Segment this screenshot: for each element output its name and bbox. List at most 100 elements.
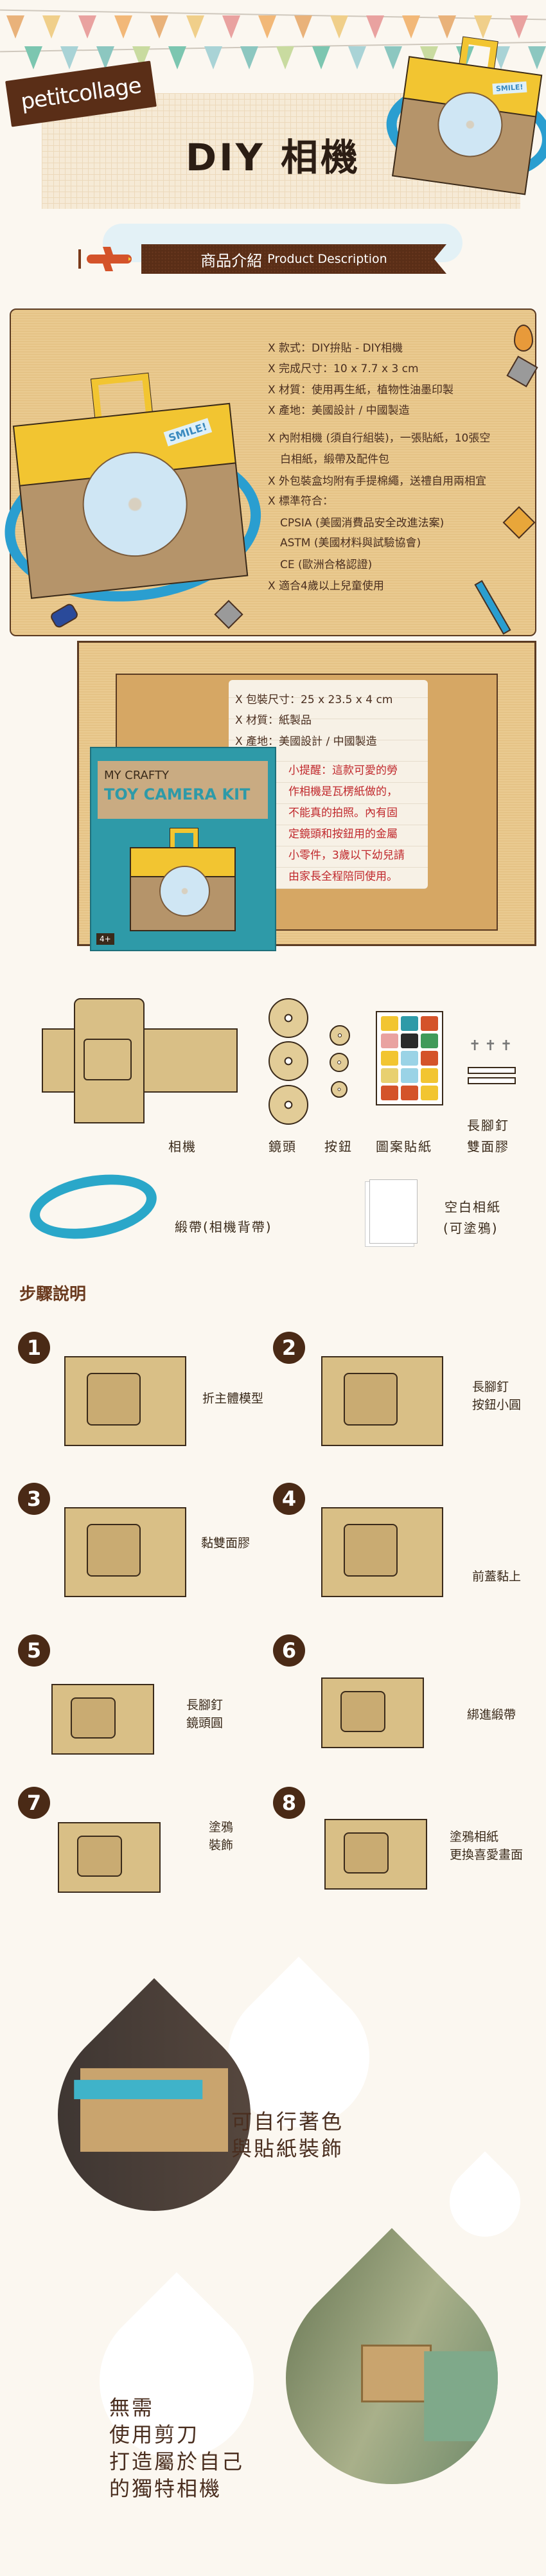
steps-title: 步驟說明	[19, 1285, 87, 1304]
bunting-flag	[114, 15, 132, 39]
step-number: 4	[273, 1483, 305, 1515]
bunting-flag	[528, 46, 546, 69]
box-window	[71, 1697, 116, 1739]
sticker	[381, 1033, 398, 1048]
feature-decorate-line: 與貼紙裝飾	[231, 2136, 344, 2161]
bunting-flag	[438, 15, 456, 39]
feature-no-scissors-line: 使用剪刀	[109, 2422, 200, 2447]
box-window	[344, 1832, 389, 1874]
step-number: 8	[273, 1787, 305, 1819]
button-disc	[331, 1081, 348, 1098]
lens-disc	[269, 1041, 308, 1081]
step-label: 塗鴉	[209, 1820, 234, 1834]
step-illustration	[51, 1684, 154, 1755]
reminder-line: 小提醒：這款可愛的勞	[288, 764, 398, 777]
bunting-flag	[384, 46, 402, 69]
spec-line: X 款式：DIY拚貼 - DIY相機	[268, 342, 403, 355]
feature-decorate-line: 可自行著色	[231, 2109, 344, 2134]
box-title-line2: TOY CAMERA KIT	[104, 785, 251, 803]
blank-photo-paper	[369, 1179, 418, 1244]
lens-disc	[269, 998, 308, 1038]
bunting-flag	[186, 15, 204, 39]
bunting-flag	[348, 46, 366, 69]
sticker	[381, 1068, 398, 1083]
page-title: DIY 相機	[186, 136, 360, 179]
banner-title-en: Product Description	[267, 252, 387, 266]
bunting-flag	[258, 15, 276, 39]
age-badge: 4+	[96, 933, 114, 945]
reminder-line: 小零件，3歲以下幼兒請	[288, 849, 405, 862]
step-illustration	[324, 1819, 427, 1890]
header: petitcollage DIY 相機 SMILE!	[0, 0, 546, 219]
step-illustration	[321, 1507, 443, 1597]
box-window	[77, 1836, 123, 1877]
step-label: 前蓋黏上	[472, 1570, 522, 1584]
step-label: 更換喜愛畫面	[450, 1848, 524, 1862]
step-number: 6	[273, 1634, 305, 1667]
kit-box-image: MY CRAFTY TOY CAMERA KIT 4+	[90, 747, 276, 951]
box-window	[87, 1373, 141, 1426]
spec-line: ASTM (美國材料與試驗協會)	[280, 537, 421, 550]
package-line: X 包裝尺寸：25 x 23.5 x 4 cm	[235, 693, 393, 706]
reminder-line: 定鏡頭和按鈕用的金屬	[288, 828, 398, 841]
feature-no-scissors-line: 打造屬於自己	[109, 2449, 245, 2474]
reminder-line: 不能真的拍照。內有固	[288, 807, 398, 819]
camera-net-center	[74, 998, 145, 1123]
label-lens: 鏡頭	[269, 1139, 297, 1154]
step-label: 鏡頭圓	[186, 1716, 224, 1730]
spec-line: X 完成尺寸：10 x 7.7 x 3 cm	[268, 362, 419, 375]
bunting-flag	[42, 15, 60, 39]
bunting-flag	[150, 15, 168, 39]
spec-line: CE (歐洲合格認證)	[280, 559, 373, 571]
step-label: 按鈕小圓	[472, 1398, 522, 1412]
bunting-flag	[78, 15, 96, 39]
box-window	[340, 1691, 386, 1732]
box-window	[87, 1524, 141, 1577]
brand-logo-text: petitcollage	[19, 73, 143, 115]
label-camera: 相機	[168, 1139, 197, 1154]
banner-title-zh: 商品介紹	[200, 251, 263, 270]
label-pins: 長腳釘	[467, 1118, 509, 1133]
bunting-flag	[6, 15, 24, 39]
sticker	[421, 1016, 438, 1031]
white-drop-bg	[435, 2151, 535, 2251]
photo-ribbon	[74, 2080, 203, 2100]
bunting-flag	[294, 15, 312, 39]
step-label: 長腳釘	[472, 1380, 509, 1394]
child-photo	[242, 2228, 542, 2528]
bunting-flag	[312, 46, 330, 69]
product-description-banner: 商品介紹 Product Description	[141, 244, 446, 274]
spec-line: X 內附相機 (須自行組裝)，一張貼紙，10張空	[268, 432, 491, 445]
sticker	[401, 1051, 418, 1066]
sticker	[401, 1086, 418, 1100]
ribbon-image	[24, 1165, 162, 1248]
paper-drop-decoration	[514, 325, 533, 352]
sticker	[401, 1016, 418, 1031]
sticker	[381, 1051, 398, 1066]
camera-lens	[159, 865, 211, 917]
pins-icon: ✝✝✝	[469, 1038, 516, 1054]
label-paper: 空白相紙	[445, 1199, 501, 1215]
photo-dress	[424, 2351, 515, 2442]
spec-line: X 產地：美國設計 / 中國製造	[268, 404, 410, 417]
step-number: 1	[18, 1332, 50, 1364]
step-illustration	[58, 1822, 161, 1893]
bunting-flag	[222, 15, 240, 39]
camera-photo: SMILE!	[0, 365, 269, 614]
label-button: 按鈕	[324, 1139, 353, 1154]
label-tape: 雙面膠	[467, 1139, 509, 1154]
sticker	[421, 1033, 438, 1048]
sticker	[421, 1068, 438, 1083]
camera-net-window	[84, 1039, 132, 1080]
spec-line: CPSIA (美國消費品安全改進法案)	[280, 517, 445, 530]
sticker-sheet	[376, 1011, 443, 1105]
spec-line: X 材質：使用再生紙，植物性油墨印製	[268, 384, 454, 397]
tape-strip	[468, 1067, 516, 1074]
step-illustration	[321, 1677, 424, 1748]
box-label-band	[98, 761, 268, 819]
bunting-flag	[204, 46, 222, 69]
airplane-icon	[78, 247, 132, 271]
bunting-flag	[24, 46, 42, 69]
bunting-flag	[366, 15, 384, 39]
button-disc	[330, 1025, 350, 1046]
